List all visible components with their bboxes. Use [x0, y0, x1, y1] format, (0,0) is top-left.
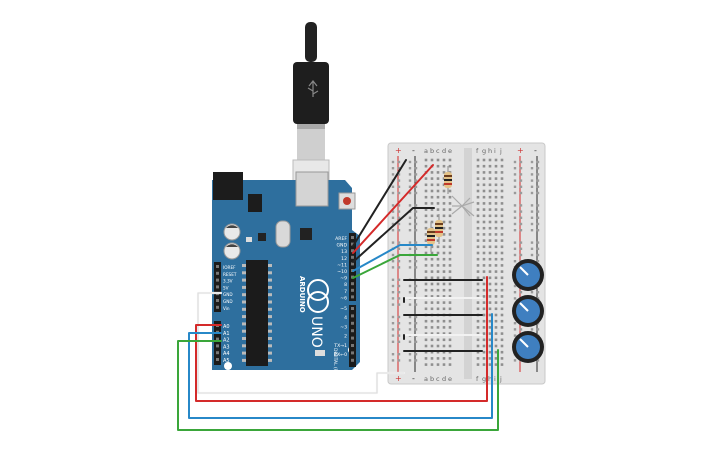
- digital-pin-label: 13: [341, 249, 347, 255]
- power-pin-label: 5V: [223, 285, 229, 290]
- rgb-led-icon: [451, 195, 475, 217]
- digital-pin-label: RX←0: [334, 352, 347, 358]
- wire-red-a0: [195, 276, 488, 402]
- digital-pin-label: 12: [341, 256, 347, 262]
- rail-minus-label-bottom: -: [412, 374, 415, 383]
- digital-pin-label: ~3: [340, 324, 347, 330]
- column-letter: b: [430, 375, 434, 383]
- wire-white-5v-outline: [197, 292, 405, 394]
- analog-group-label: ANALOG IN: [206, 341, 212, 366]
- column-letter: f: [476, 147, 479, 155]
- power-pin-label: GND: [223, 299, 233, 304]
- digital-pin-label: ~5: [340, 306, 347, 312]
- resistor-icon: [427, 222, 435, 252]
- chip-pins: [242, 264, 272, 362]
- analog-pin-label: A0: [223, 324, 230, 330]
- column-letter: g: [482, 375, 486, 383]
- power-pin-label: RESET: [223, 272, 237, 277]
- rail-plus-label-right: +: [517, 146, 524, 155]
- wire-black-12: [352, 207, 435, 263]
- rail-plus-label-bottom: +: [395, 374, 402, 383]
- digital-pin-label: ~6: [340, 295, 347, 301]
- wire-green-a2: [177, 340, 499, 431]
- digital-pin-label: TX→1: [333, 343, 347, 349]
- digital-pin-label: ~9: [340, 276, 347, 282]
- wire-black-gnd: [352, 159, 407, 247]
- column-letter: j: [499, 375, 502, 383]
- digital-pin-label: 2: [344, 334, 347, 340]
- digital-pin-label: 7: [344, 289, 347, 295]
- analog-pin-label: A1: [223, 331, 230, 337]
- potentiometer-icon[interactable]: [512, 295, 544, 327]
- digital-pin-label: GND: [336, 243, 347, 249]
- rail-minus-label: -: [412, 146, 415, 155]
- wire-green-10: [352, 254, 438, 279]
- digital-pin-label: 8: [344, 282, 347, 288]
- arduino-logo-icon: [307, 279, 329, 313]
- power-pin-label: IOREF: [223, 265, 236, 270]
- column-letter: f: [476, 375, 479, 383]
- column-letter: e: [448, 147, 452, 155]
- potentiometer-icon[interactable]: [512, 331, 544, 363]
- digital-pin-label: ~11: [337, 262, 347, 268]
- power-pin-label: GND: [223, 292, 233, 297]
- column-letter: b: [430, 147, 434, 155]
- column-letter: c: [436, 147, 440, 155]
- rail-minus-label-right: -: [534, 146, 537, 155]
- power-group-label: POWER: [206, 289, 212, 306]
- digital-group-label: DIGITAL (PWM~): [332, 348, 338, 386]
- column-letter: e: [448, 375, 452, 383]
- wires: [177, 159, 499, 431]
- column-letter: d: [442, 147, 446, 155]
- board-brand: ARDUINO: [298, 276, 306, 313]
- column-letter: i: [494, 375, 496, 383]
- digital-pin-label: 4: [344, 315, 347, 321]
- column-letter: j: [499, 147, 502, 155]
- column-letter: d: [442, 375, 446, 383]
- column-letter: c: [436, 375, 440, 383]
- analog-pin-label: A2: [223, 338, 230, 344]
- resistor-icon: [435, 214, 443, 244]
- column-letter: g: [482, 147, 486, 155]
- wire-red-13: [352, 164, 434, 254]
- column-letter: h: [488, 375, 492, 383]
- digital-pin-label: ~10: [337, 269, 347, 275]
- analog-pin-label: A4: [223, 351, 230, 357]
- column-letter: h: [488, 147, 492, 155]
- wire-blue-a1: [188, 313, 493, 419]
- analog-pin-label: A5: [223, 358, 230, 364]
- column-letter: a: [424, 375, 428, 383]
- column-letter: i: [494, 147, 496, 155]
- usb-cable-icon: [292, 22, 330, 191]
- power-pin-label: Vin: [223, 306, 230, 311]
- power-pin-label: 3.3V: [223, 279, 233, 284]
- column-letter: a: [424, 147, 428, 155]
- analog-pin-label: A3: [223, 344, 230, 350]
- wire-blue-11: [352, 244, 433, 272]
- resistor-icon: [444, 166, 452, 194]
- board-model: UNO: [308, 316, 324, 348]
- potentiometer-icon[interactable]: [512, 259, 544, 291]
- digital-pin-label: AREF: [335, 236, 347, 242]
- rail-plus-label: +: [395, 146, 402, 155]
